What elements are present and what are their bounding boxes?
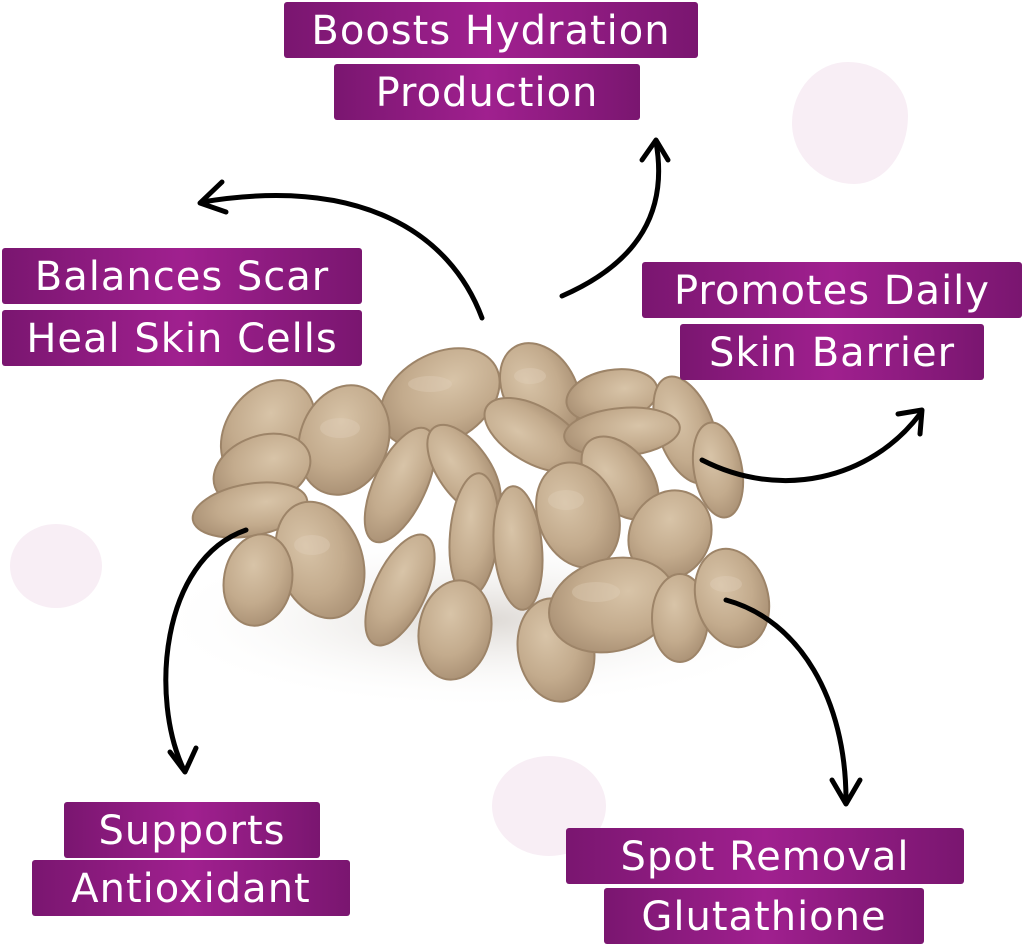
label-supports: Supports [64,802,320,858]
label-promotes-daily: Promotes Daily [642,262,1022,318]
label-balances-scar: Balances Scar [2,248,362,304]
arrow-to-scar [197,179,485,321]
label-production: Production [334,64,640,120]
arrow-to-hydration [559,137,671,299]
label-glutathione: Glutathione [604,888,924,944]
decorative-blob-top-right [792,62,908,184]
arrow-to-antioxidant [163,527,249,775]
label-antioxidant: Antioxidant [32,860,350,916]
arrow-to-barrier [699,407,925,484]
label-skin-barrier: Skin Barrier [680,324,984,380]
decorative-blob-left [10,524,102,608]
arrow-to-spot [723,597,863,807]
label-boosts-hydration: Boosts Hydration [284,2,698,58]
label-heal-skin-cells: Heal Skin Cells [2,310,362,366]
label-spot-removal: Spot Removal [566,828,964,884]
